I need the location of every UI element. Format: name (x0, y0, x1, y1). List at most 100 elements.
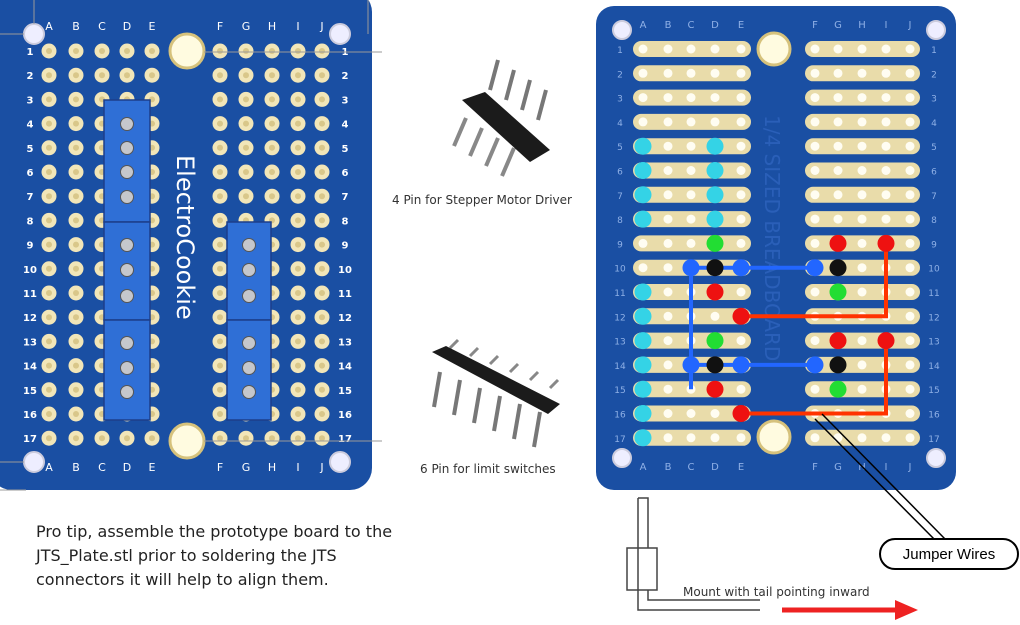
pin6-leg (472, 387, 482, 424)
left-pad-hole (243, 96, 249, 103)
left-pad-hole (46, 241, 52, 248)
left-pad-hole (73, 169, 79, 175)
left-pad-hole (46, 338, 52, 345)
jumper-wires-callout: Jumper Wires (879, 538, 1019, 570)
right-pad (810, 336, 820, 346)
right-row-number: 4 (617, 119, 623, 129)
right-pad (905, 117, 915, 127)
right-pad (638, 238, 648, 248)
right-pad (736, 44, 746, 54)
left-row-number: 16 (23, 410, 37, 421)
left-pad-hole (319, 362, 325, 369)
right-col-letter-bottom: I (885, 462, 888, 473)
left-pad-hole (295, 290, 301, 296)
right-row-number: 16 (614, 411, 626, 421)
right-pad (810, 190, 820, 200)
pro-tip-text: Pro tip, assemble the prototype board to… (36, 520, 416, 592)
left-pad-hole (319, 48, 325, 54)
black-marker (706, 356, 724, 374)
left-pad-hole (295, 386, 301, 393)
right-pad (881, 68, 891, 78)
left-pad-hole (319, 193, 325, 200)
left-row-number: 17 (338, 434, 352, 445)
right-col-letter-top: G (834, 20, 842, 31)
pin4-leg (504, 69, 516, 101)
left-col-letter-top: J (319, 20, 323, 33)
right-row-number: 15 (614, 386, 625, 396)
left-col-letter-bottom: H (268, 461, 276, 474)
right-pad (663, 238, 673, 248)
right-pad (663, 141, 673, 151)
header-pin (242, 336, 256, 350)
left-pad-hole (217, 96, 223, 103)
right-col-letter-bottom: H (858, 462, 866, 473)
right-pad (833, 141, 843, 151)
left-row-number: 7 (27, 192, 34, 203)
right-col-letter-top: E (738, 20, 744, 31)
left-pad-hole (319, 290, 325, 296)
left-pad-hole (319, 338, 325, 345)
left-col-letter-bottom: J (319, 461, 323, 474)
left-pad-hole (319, 241, 325, 248)
left-row-number: 5 (342, 144, 349, 155)
right-row-number: 2 (931, 70, 937, 80)
caption-6-pin: 6 Pin for limit switches (420, 462, 556, 476)
right-pad (710, 93, 720, 103)
right-corner-hole (612, 20, 632, 40)
right-row-number: 17 (928, 435, 939, 445)
right-pad (857, 287, 867, 297)
right-pad (638, 44, 648, 54)
left-row-number: 6 (342, 168, 349, 179)
left-pad-hole (269, 96, 275, 103)
red-jumper-wire (741, 243, 888, 319)
left-row-number: 12 (338, 313, 352, 324)
right-pad (810, 93, 820, 103)
right-row-number: 1 (931, 46, 937, 56)
right-pad (810, 433, 820, 443)
left-col-letter-bottom: A (45, 461, 53, 474)
left-col-letter-bottom: D (123, 461, 131, 474)
pin4-leg (520, 79, 532, 111)
left-pad-hole (269, 48, 275, 54)
left-pad-hole (295, 362, 301, 369)
mount-diagram (626, 497, 918, 620)
right-pad (857, 117, 867, 127)
left-col-letter-bottom: G (242, 461, 251, 474)
callout-line (814, 418, 941, 546)
red-marker (877, 234, 895, 252)
right-row-number: 17 (614, 435, 625, 445)
right-pad (686, 409, 696, 418)
right-pad (663, 44, 673, 54)
left-pad-hole (295, 338, 301, 345)
right-row-number: 7 (617, 192, 623, 202)
cyan-marker (634, 307, 652, 325)
pin6-leg (452, 379, 462, 416)
left-pad-hole (243, 144, 249, 151)
left-pad-hole (269, 435, 275, 442)
left-pad-hole (46, 314, 52, 321)
left-pad-hole (295, 241, 301, 248)
left-row-number: 2 (342, 71, 349, 82)
left-mount-hole (168, 32, 206, 70)
left-col-letter-top: C (98, 20, 106, 33)
right-pad (905, 238, 915, 248)
left-corner-hole (23, 451, 45, 473)
right-col-letter-top: F (812, 20, 818, 31)
right-pad (686, 166, 696, 175)
left-pad-hole (99, 72, 105, 79)
right-pad (663, 384, 673, 394)
left-pad-hole (73, 241, 79, 248)
left-pad-hole (73, 338, 79, 345)
cyan-marker (634, 332, 652, 350)
right-row-number: 9 (617, 240, 623, 250)
right-pad (905, 44, 915, 54)
red-marker (732, 405, 750, 422)
right-row-number: 8 (617, 216, 623, 226)
right-pad (663, 214, 673, 224)
left-pad-hole (295, 435, 301, 442)
black-marker (706, 259, 724, 277)
left-row-number: 13 (338, 337, 352, 348)
left-pad-hole (124, 435, 130, 442)
left-pad-hole (73, 193, 79, 200)
